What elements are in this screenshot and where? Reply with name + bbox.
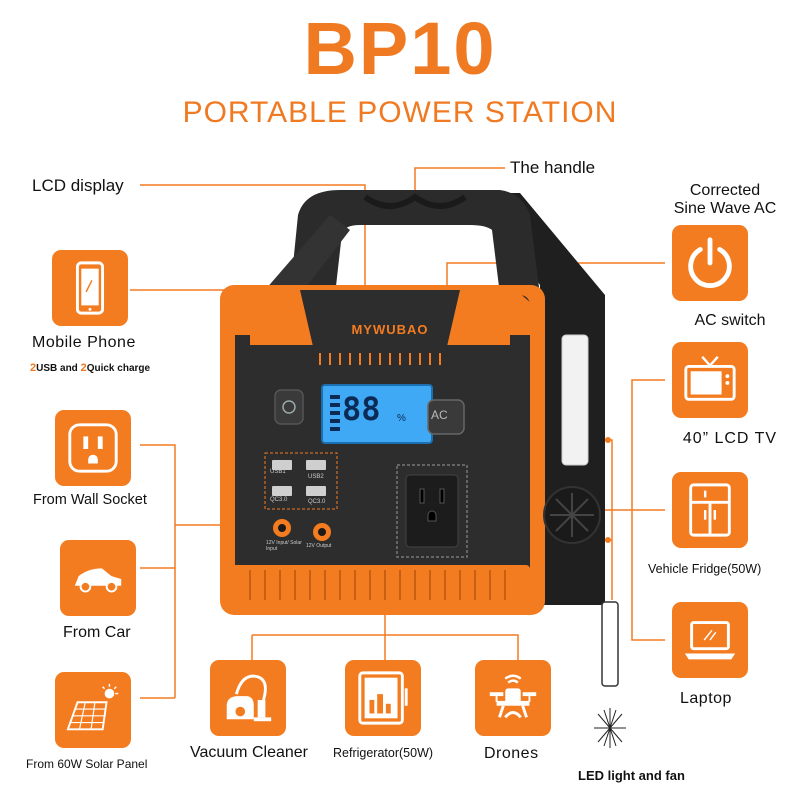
car-label: From Car [63,624,131,641]
fridge-tile [672,472,748,548]
laptop-icon [684,621,736,660]
product-title: BP10 [303,7,497,90]
qc-text: Quick charge [86,363,151,374]
product-subtitle: PORTABLE POWER STATION [182,96,618,129]
qc-count: 2 [80,362,87,374]
drones-label: Drones [484,745,539,762]
drone-icon [489,674,537,719]
usb-label-2: USB2 [308,474,324,480]
laptop-label: Laptop [680,690,732,707]
fridge-icon [689,483,731,537]
ac-switch-label: AC switch [694,312,766,329]
drones-tile [475,660,551,736]
led-fan-illustration [594,601,626,748]
lcd-unit: % [397,413,406,424]
ac-switch-tile [672,225,748,301]
vacuum-icon [226,674,272,722]
power-station-device [220,190,605,615]
laptop-tile [672,602,748,678]
car-tile [60,540,136,616]
phone-label: Mobile Phone [32,334,136,351]
ac-button[interactable]: AC [431,408,448,422]
refrigerator-label: Refrigerator(50W) [333,746,434,760]
phone-icon [75,261,105,315]
lcd-reading: 88 [342,390,381,428]
tv-label: 40” LCD TV [682,430,778,447]
dc-label-input: 12V Input/ Solar Input [266,540,302,552]
usb-label-4: QC3.0 [308,499,326,505]
solar-panel-icon [66,683,119,731]
car-icon [74,568,122,593]
usb-count: 2 [30,362,37,374]
led-callout: LED light and fan [578,768,685,783]
vacuum-label: Vacuum Cleaner [190,744,308,761]
fridge-label: Vehicle Fridge(50W) [648,562,762,576]
power-icon [688,237,732,288]
device-brand: MYWUBAO [351,322,429,337]
wall-socket-tile [55,410,131,486]
usb-label-3: QC3.0 [270,497,288,503]
lcd-display-callout: LCD display [32,176,124,195]
handle-callout: The handle [510,158,596,177]
wall-socket-label: From Wall Socket [33,492,147,508]
refrigerator-tile [345,660,421,736]
vacuum-tile [210,660,286,736]
ac-wave-callout: Corrected Sine Wave AC [673,182,777,217]
usb-text: USB and [36,363,81,374]
refrigerator-icon [358,671,408,725]
phone-tile [52,250,128,326]
phone-charging-note: 2USB and 2Quick charge [30,362,150,374]
solar-label: From 60W Solar Panel [26,757,148,771]
solar-tile [55,672,131,748]
wall-socket-icon [68,423,118,473]
tv-tile [672,342,748,418]
tv-icon [684,355,736,401]
usb-label-1: USB1 [270,469,286,475]
dc-label-output: 12V Output [306,543,332,549]
